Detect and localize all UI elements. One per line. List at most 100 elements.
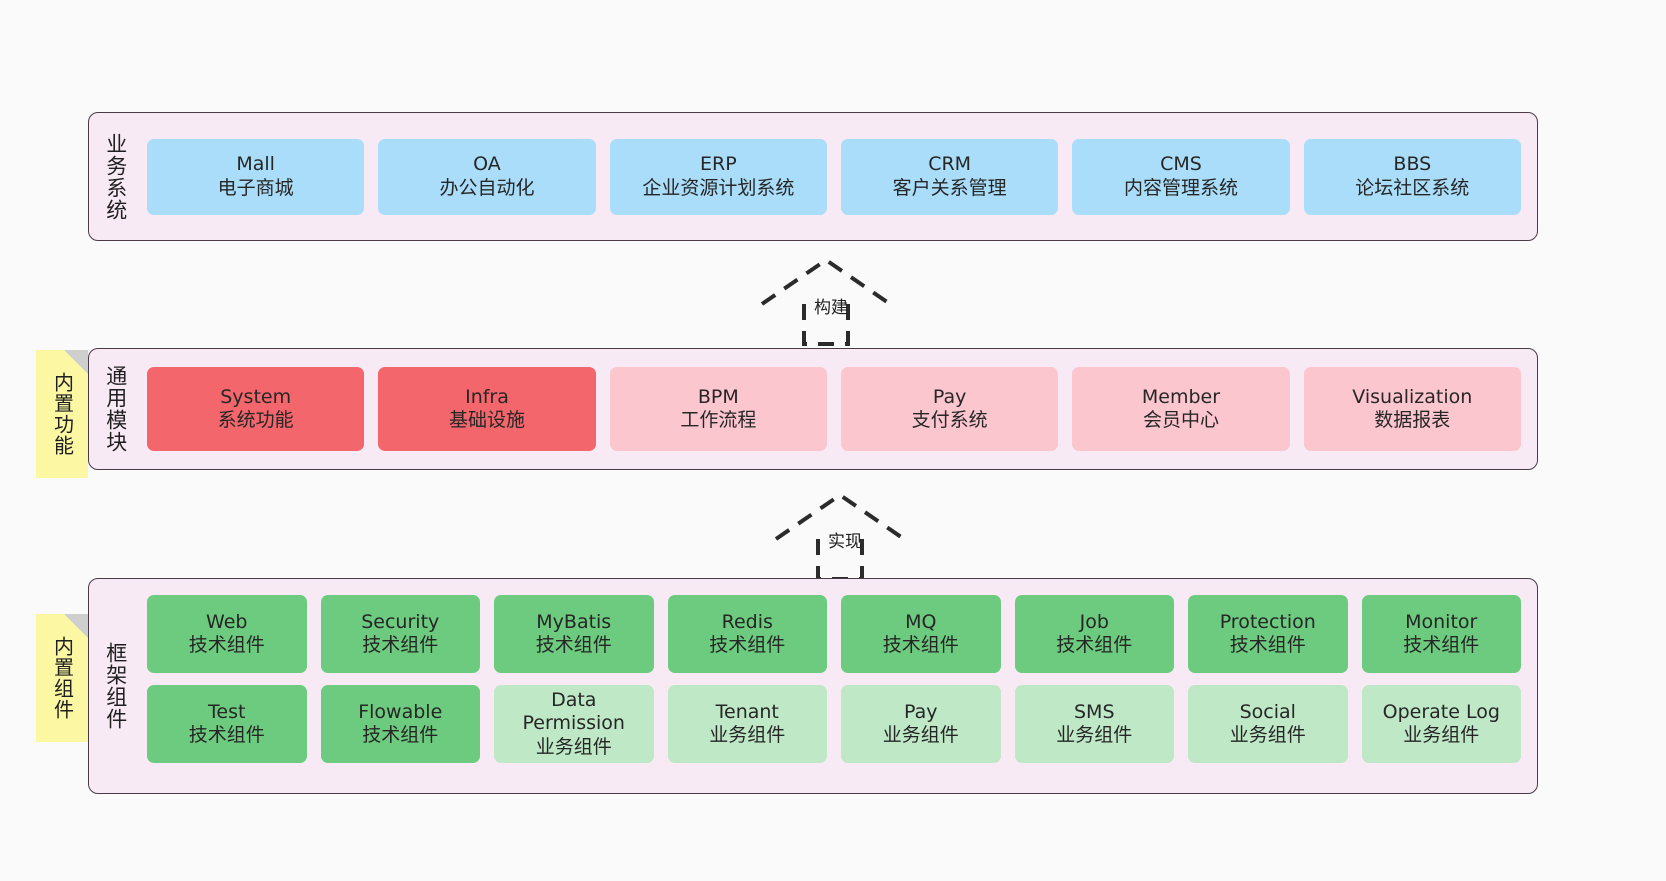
card-pay-component-name: Pay [904, 700, 938, 723]
connector-implement-label: 实现 [828, 532, 862, 552]
card-test-name: Test [208, 700, 246, 723]
card-data-permission-sub: 业务组件 [535, 735, 612, 758]
card-social-sub: 业务组件 [1229, 724, 1306, 746]
card-job-sub: 技术组件 [1056, 634, 1133, 656]
framework-row-tech: Web 技术组件 Security 技术组件 MyBatis 技术组件 Redi… [147, 595, 1521, 673]
card-social[interactable]: Social 业务组件 [1188, 685, 1348, 763]
card-cms[interactable]: CMS 内容管理系统 [1072, 138, 1290, 215]
card-pay-module-sub: 支付系统 [911, 409, 988, 431]
card-flowable[interactable]: Flowable 技术组件 [320, 685, 480, 763]
card-flowable-sub: 技术组件 [362, 724, 439, 746]
card-member[interactable]: Member 会员中心 [1072, 367, 1290, 451]
layer-framework-components-cards: Web 技术组件 Security 技术组件 MyBatis 技术组件 Redi… [141, 579, 1537, 793]
card-mq-name: MQ [905, 610, 937, 633]
card-bpm-name: BPM [697, 385, 739, 408]
card-infra-name: Infra [465, 385, 509, 408]
card-mq-sub: 技术组件 [882, 634, 959, 656]
card-oa[interactable]: OA 办公自动化 [378, 138, 596, 215]
card-bpm-sub: 工作流程 [680, 409, 757, 431]
card-visualization-sub: 数据报表 [1374, 409, 1451, 431]
card-monitor[interactable]: Monitor 技术组件 [1361, 595, 1521, 673]
card-pay-component[interactable]: Pay 业务组件 [841, 685, 1001, 763]
card-oa-name: OA [473, 153, 501, 176]
card-protection[interactable]: Protection 技术组件 [1188, 595, 1348, 673]
card-test[interactable]: Test 技术组件 [147, 685, 307, 763]
card-oa-sub: 办公自动化 [439, 176, 535, 199]
card-operate-log-sub: 业务组件 [1403, 724, 1480, 746]
card-mall[interactable]: Mall 电子商城 [147, 138, 365, 215]
card-security-name: Security [361, 610, 440, 633]
card-tenant-sub: 业务组件 [709, 724, 786, 746]
connector-build-label: 构建 [814, 298, 848, 318]
card-protection-sub: 技术组件 [1229, 634, 1306, 656]
layer-common-modules-cards: System 系统功能 Infra 基础设施 BPM 工作流程 Pay 支付系统… [141, 349, 1537, 469]
layer-common-modules: 通用模块 System 系统功能 Infra 基础设施 BPM 工作流程 Pay… [88, 348, 1538, 470]
card-crm-sub: 客户关系管理 [892, 176, 1007, 199]
card-operate-log[interactable]: Operate Log 业务组件 [1361, 685, 1521, 763]
card-erp[interactable]: ERP 企业资源计划系统 [609, 138, 827, 215]
card-infra[interactable]: Infra 基础设施 [378, 367, 596, 451]
card-job-name: Job [1079, 610, 1109, 633]
card-job[interactable]: Job 技术组件 [1014, 595, 1174, 673]
card-monitor-name: Monitor [1405, 610, 1478, 633]
card-system-name: System [220, 385, 292, 408]
note-built-in-features: 内置功能 [36, 350, 88, 478]
card-sms-sub: 业务组件 [1056, 724, 1133, 746]
card-social-name: Social [1239, 700, 1296, 723]
card-tenant-name: Tenant [715, 700, 779, 723]
card-erp-sub: 企业资源计划系统 [642, 176, 795, 199]
card-visualization-name: Visualization [1352, 385, 1473, 408]
card-pay-module[interactable]: Pay 支付系统 [840, 367, 1059, 451]
card-protection-name: Protection [1219, 610, 1316, 633]
card-web-sub: 技术组件 [188, 634, 265, 656]
framework-row-biz: Test 技术组件 Flowable 技术组件 Data Permission … [147, 685, 1521, 763]
card-mq[interactable]: MQ 技术组件 [841, 595, 1001, 673]
card-mall-name: Mall [236, 153, 275, 176]
card-tenant[interactable]: Tenant 业务组件 [667, 685, 827, 763]
card-cms-name: CMS [1160, 153, 1202, 176]
card-bbs-sub: 论坛社区系统 [1355, 176, 1470, 199]
card-visualization[interactable]: Visualization 数据报表 [1303, 367, 1521, 451]
card-mybatis-name: MyBatis [536, 610, 612, 633]
card-web-name: Web [206, 610, 248, 633]
card-redis-sub: 技术组件 [709, 634, 786, 656]
card-sms[interactable]: SMS 业务组件 [1014, 685, 1174, 763]
card-bbs-name: BBS [1393, 153, 1432, 176]
card-test-sub: 技术组件 [188, 724, 265, 746]
card-security[interactable]: Security 技术组件 [320, 595, 480, 673]
card-infra-sub: 基础设施 [448, 409, 525, 431]
note-built-in-components: 内置组件 [36, 614, 88, 742]
card-cms-sub: 内容管理系统 [1123, 176, 1238, 199]
card-security-sub: 技术组件 [362, 634, 439, 656]
card-data-permission-name: Data Permission [522, 689, 625, 735]
card-redis-name: Redis [721, 610, 773, 633]
layer-common-modules-title: 通用模块 [103, 365, 128, 453]
card-pay-module-name: Pay [932, 385, 967, 408]
layer-business-systems-cards: Mall 电子商城 OA 办公自动化 ERP 企业资源计划系统 CRM 客户关系… [141, 113, 1537, 240]
layer-business-systems-title: 业务系统 [103, 132, 128, 221]
card-crm-name: CRM [928, 153, 972, 176]
card-erp-name: ERP [699, 153, 737, 176]
layer-framework-components-title: 框架组件 [103, 642, 128, 730]
card-sms-name: SMS [1073, 700, 1115, 723]
card-member-name: Member [1141, 385, 1221, 408]
layer-framework-components: 框架组件 Web 技术组件 Security 技术组件 MyBatis 技术组件… [88, 578, 1538, 794]
card-operate-log-name: Operate Log [1382, 700, 1500, 723]
card-data-permission[interactable]: Data Permission 业务组件 [494, 685, 654, 763]
card-member-sub: 会员中心 [1142, 409, 1219, 431]
layer-business-systems: 业务系统 Mall 电子商城 OA 办公自动化 ERP 企业资源计划系统 CRM… [88, 112, 1538, 241]
connector-build-arrow [760, 257, 892, 346]
card-web[interactable]: Web 技术组件 [147, 595, 307, 673]
card-mybatis[interactable]: MyBatis 技术组件 [494, 595, 654, 673]
card-monitor-sub: 技术组件 [1403, 634, 1480, 656]
card-bpm[interactable]: BPM 工作流程 [609, 367, 827, 451]
card-bbs[interactable]: BBS 论坛社区系统 [1303, 138, 1521, 215]
connector-build-stem [802, 304, 850, 346]
card-system[interactable]: System 系统功能 [147, 367, 365, 451]
card-flowable-name: Flowable [358, 700, 443, 723]
card-redis[interactable]: Redis 技术组件 [667, 595, 827, 673]
card-crm[interactable]: CRM 客户关系管理 [840, 138, 1059, 215]
card-system-sub: 系统功能 [217, 409, 294, 431]
card-mall-sub: 电子商城 [217, 176, 294, 199]
